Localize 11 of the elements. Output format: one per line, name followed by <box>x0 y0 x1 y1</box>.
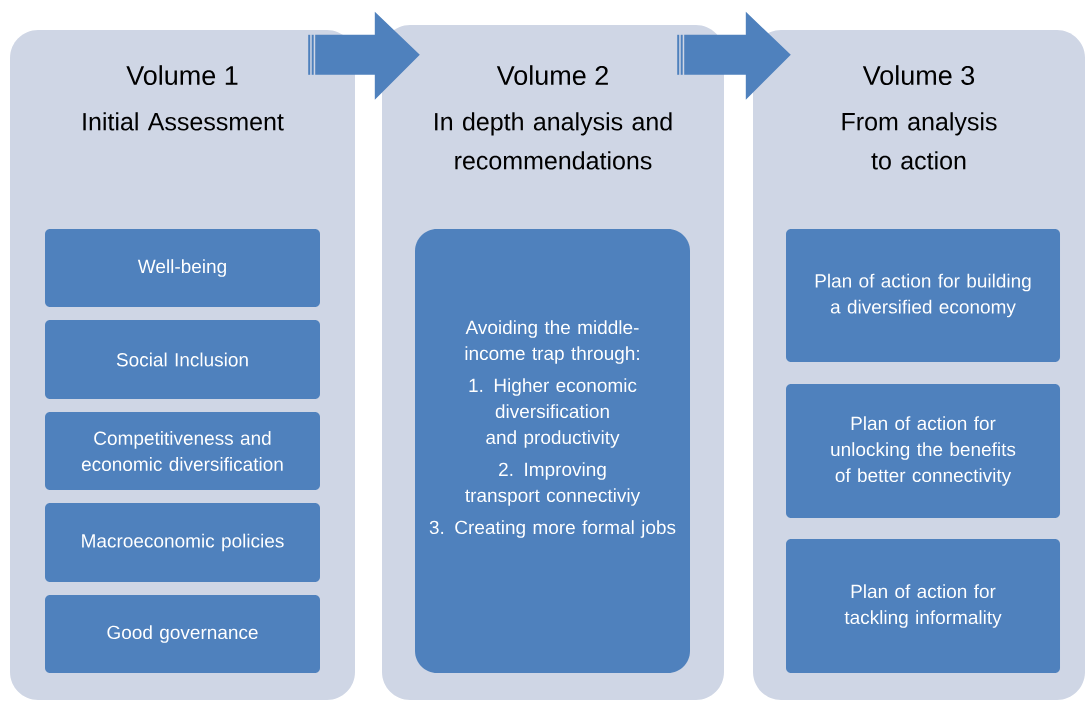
text-box: Competitiveness and economic diversification <box>45 412 320 490</box>
block-arrow <box>677 11 791 100</box>
text-box: Social Inclusion <box>45 320 320 399</box>
text-box: Plan of action for tackling informality <box>786 539 1060 673</box>
text-box: Well-being <box>45 229 320 307</box>
text-box: Plan of action for building a diversified economy <box>786 229 1060 362</box>
text-box: Macroeconomic policies <box>45 503 320 582</box>
block-arrow <box>308 11 420 100</box>
text-box: Plan of action for unlocking the benefits of better connectivity <box>786 384 1060 518</box>
text-box: Avoiding the middle-income trap through: 1. Higher economic diversification and productivity 2. Improving transport connectiviy 3. Creating more formal jobs <box>415 229 690 673</box>
text-box: Good governance <box>45 595 320 673</box>
